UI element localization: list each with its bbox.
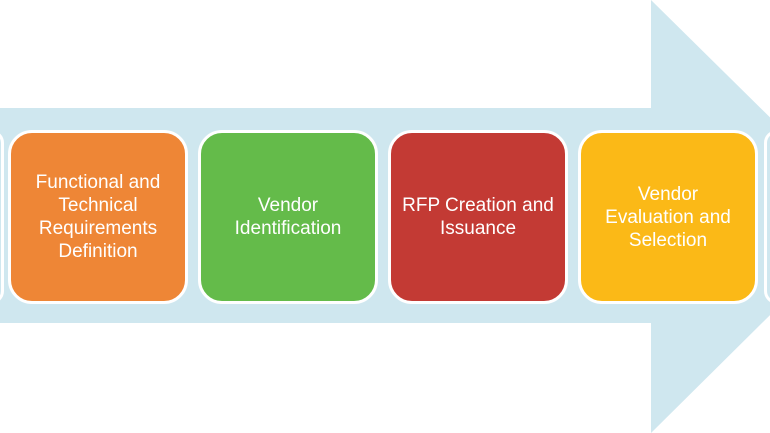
step-label: RFP Creation and Issuance (402, 195, 554, 239)
step-label: Vendor Evaluation and Selection (605, 183, 731, 251)
step-vendor-evaluation: Vendor Evaluation and Selection (578, 130, 758, 304)
partial-step-left (0, 130, 4, 304)
step-vendor-identification: Vendor Identification (198, 130, 378, 304)
step-rfp-creation: RFP Creation and Issuance (388, 130, 568, 304)
step-requirements-definition: Functional and Technical Requirements De… (8, 130, 188, 304)
step-label: Vendor Identification (234, 195, 342, 239)
partial-step-right (764, 130, 770, 304)
step-label: Functional and Technical Requirements De… (35, 172, 161, 262)
